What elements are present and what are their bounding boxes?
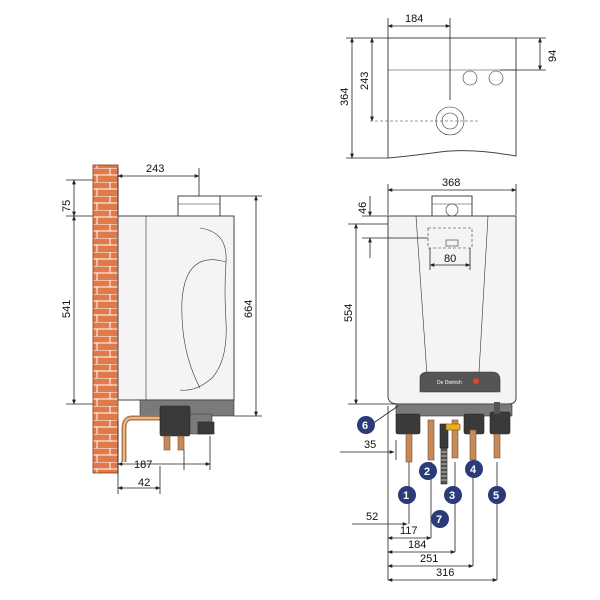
svg-text:1: 1 [403, 490, 409, 502]
dim-side-flue: 243 [146, 163, 164, 175]
front-flue-pipe [431, 195, 473, 217]
condensate-hose [440, 447, 448, 485]
dim-top-right-offset: 94 [547, 50, 559, 62]
dim-conn-3: 184 [408, 539, 426, 551]
side-front-cover [179, 227, 227, 391]
connection-badge-5: 5 [488, 486, 506, 504]
svg-text:5: 5 [493, 490, 499, 502]
side-view: 243 75 541 664 187 42 [61, 163, 262, 494]
dim-side-bracket-height: 541 [61, 300, 73, 318]
dim-front-height: 554 [343, 304, 355, 322]
dim-side-pipe-a: 187 [134, 459, 152, 471]
front-view: De Dietrich 368 46 80 [340, 177, 517, 582]
svg-text:2: 2 [424, 466, 430, 478]
side-flue-pipe [177, 195, 221, 217]
brand-logo-icon [473, 378, 479, 384]
dim-side-top-offset: 75 [61, 200, 73, 212]
brand-label: De Dietrich [437, 380, 462, 386]
dim-front-left-offset: 35 [364, 439, 376, 451]
svg-text:6: 6 [362, 420, 368, 432]
dim-conn-5: 316 [436, 567, 454, 579]
connection-badge-7: 7 [431, 510, 449, 528]
dim-conn-2: 117 [400, 525, 418, 537]
connection-badge-1: 1 [398, 486, 416, 504]
side-boiler-body [117, 215, 235, 401]
dim-conn-4: 251 [420, 553, 438, 565]
dim-front-bracket-width: 80 [444, 253, 456, 265]
top-view: 184 364 243 94 [339, 13, 559, 159]
dim-side-total-height: 664 [243, 300, 255, 318]
dim-top-flue-offset: 243 [359, 72, 371, 90]
brick-wall [92, 164, 119, 474]
top-port-left [462, 70, 478, 86]
dim-conn-1: 52 [366, 511, 378, 523]
connection-badge-3: 3 [444, 486, 462, 504]
front-display-panel [419, 371, 501, 393]
connection-badge-6: 6 [357, 405, 399, 434]
connection-badge-2: 2 [419, 462, 437, 480]
dim-top-width: 184 [405, 13, 423, 25]
dim-side-pipe-b: 42 [138, 477, 150, 489]
side-copper-pipe [121, 415, 160, 462]
dim-top-depth: 364 [339, 88, 351, 106]
dim-front-top-offset: 46 [357, 202, 369, 214]
gas-valve [445, 423, 461, 431]
top-view-outline [387, 37, 517, 159]
svg-text:3: 3 [449, 490, 455, 502]
top-port-right [488, 70, 504, 86]
svg-text:4: 4 [470, 464, 477, 476]
dim-front-width: 368 [442, 177, 460, 189]
svg-text:7: 7 [436, 514, 442, 526]
connection-badge-4: 4 [465, 460, 483, 478]
